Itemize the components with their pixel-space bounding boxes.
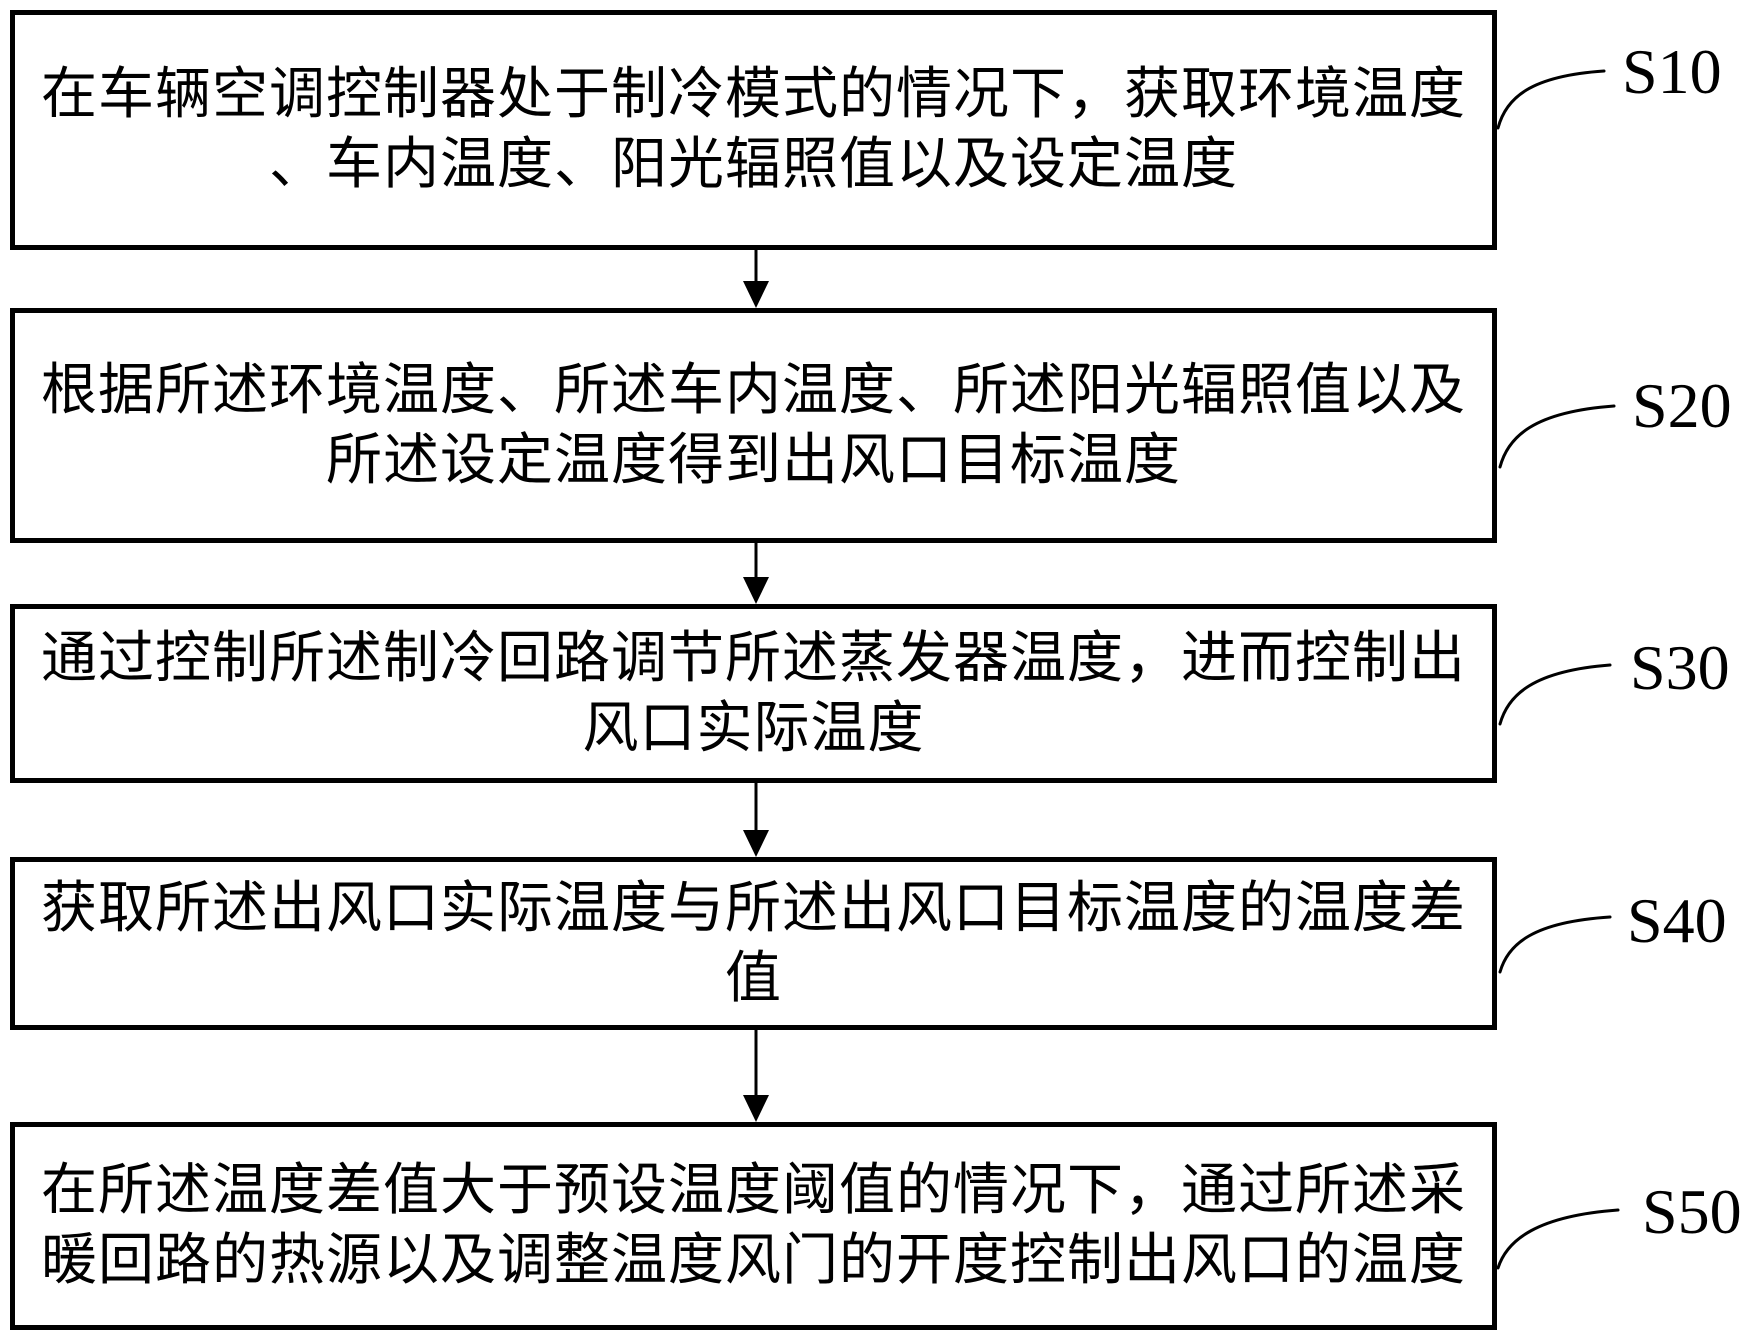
leader-line-s30 [1498, 663, 1612, 726]
step-text-line: 、车内温度、阳光辐照值以及设定温度 [269, 132, 1238, 197]
leader-line-s50 [1496, 1208, 1620, 1270]
flow-arrow-1 [743, 246, 769, 308]
step-box-s20: 根据所述环境温度、所述车内温度、所述阳光辐照值以及 所述设定温度得到出风口目标温… [10, 308, 1497, 543]
step-label-s50: S50 [1642, 1176, 1740, 1247]
step-text-line: 根据所述环境温度、所述车内温度、所述阳光辐照值以及 [41, 357, 1466, 423]
step-text-line: 通过控制所述制冷回路调节所述蒸发器温度，进而控制出 [41, 625, 1466, 691]
step-text-line: 获取所述出风口实际温度与所述出风口目标温度的温度差 [41, 875, 1466, 941]
step-text-line: 在所述温度差值大于预设温度阈值的情况下，通过所述采 [41, 1158, 1466, 1223]
step-label-s10: S10 [1622, 36, 1722, 107]
leader-line-s10 [1496, 69, 1606, 130]
step-text-line: 所述设定温度得到出风口目标温度 [326, 427, 1181, 493]
step-label-s30: S30 [1630, 632, 1730, 703]
flow-arrow-4 [743, 1026, 769, 1122]
step-box-s50: 在所述温度差值大于预设温度阈值的情况下，通过所述采 暖回路的热源以及调整温度风门… [10, 1122, 1497, 1330]
flow-arrow-2 [743, 539, 769, 604]
leader-line-s40 [1498, 915, 1612, 974]
step-label-s40: S40 [1627, 885, 1727, 956]
step-label-s20: S20 [1632, 370, 1732, 441]
flow-arrow-3 [743, 779, 769, 857]
step-text-line: 在车辆空调控制器处于制冷模式的情况下，获取环境温度 [41, 62, 1466, 127]
step-text-line: 暖回路的热源以及调整温度风门的开度控制出风口的温度 [41, 1228, 1466, 1293]
step-text-line: 值 [725, 945, 782, 1011]
step-box-s40: 获取所述出风口实际温度与所述出风口目标温度的温度差 值 [10, 857, 1497, 1030]
step-box-s10: 在车辆空调控制器处于制冷模式的情况下，获取环境温度 、车内温度、阳光辐照值以及设… [10, 10, 1497, 250]
leader-line-s20 [1498, 404, 1616, 469]
step-box-s30: 通过控制所述制冷回路调节所述蒸发器温度，进而控制出 风口实际温度 [10, 604, 1497, 783]
step-text-line: 风口实际温度 [582, 695, 925, 761]
